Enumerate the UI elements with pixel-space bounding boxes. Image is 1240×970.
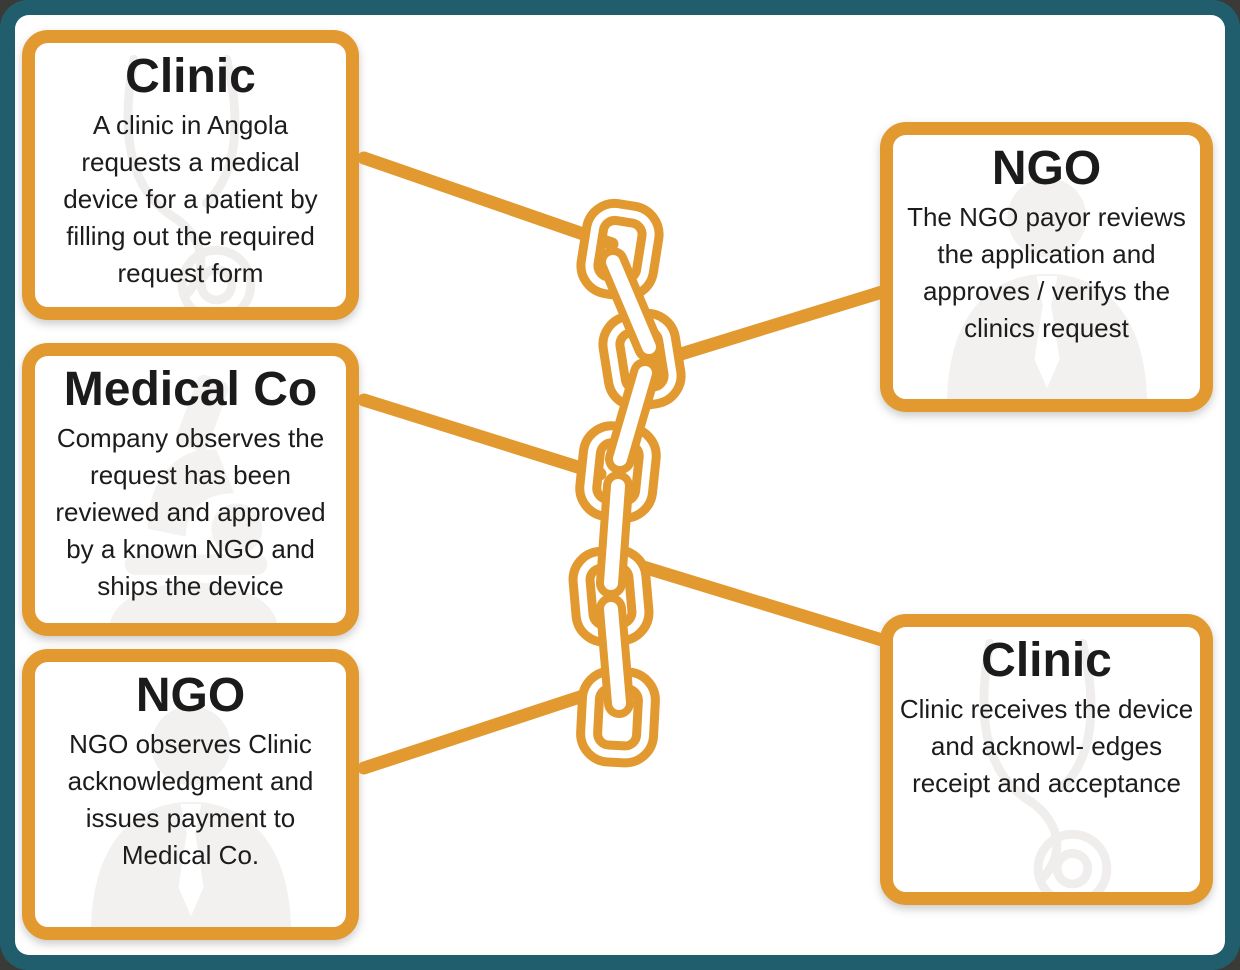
- node-title: Clinic: [981, 634, 1112, 687]
- node-ngo-payment: NGO NGO observes Clinic acknowledgment a…: [22, 649, 359, 940]
- node-title: NGO: [135, 669, 246, 722]
- node-title: Medical Co: [63, 363, 318, 416]
- node-body: Clinic receives the device and acknowl- …: [899, 694, 1194, 798]
- node-body: The NGO payor reviews the application an…: [907, 202, 1186, 343]
- node-title: Clinic: [125, 50, 256, 103]
- node-body: NGO observes Clinic acknowledgment and i…: [67, 729, 314, 870]
- node-clinic-request: Clinic A clinic in Angola requests a med…: [22, 30, 359, 320]
- node-clinic-receipt: Clinic Clinic receives the device and ac…: [880, 614, 1213, 905]
- node-medical-co: Medical Co Company observes the request …: [22, 343, 359, 636]
- node-body: A clinic in Angola requests a medical de…: [63, 110, 318, 288]
- node-title: NGO: [991, 142, 1102, 195]
- node-body: Company observes the request has been re…: [55, 423, 326, 601]
- node-ngo-review: NGO The NGO payor reviews the applicatio…: [880, 122, 1213, 412]
